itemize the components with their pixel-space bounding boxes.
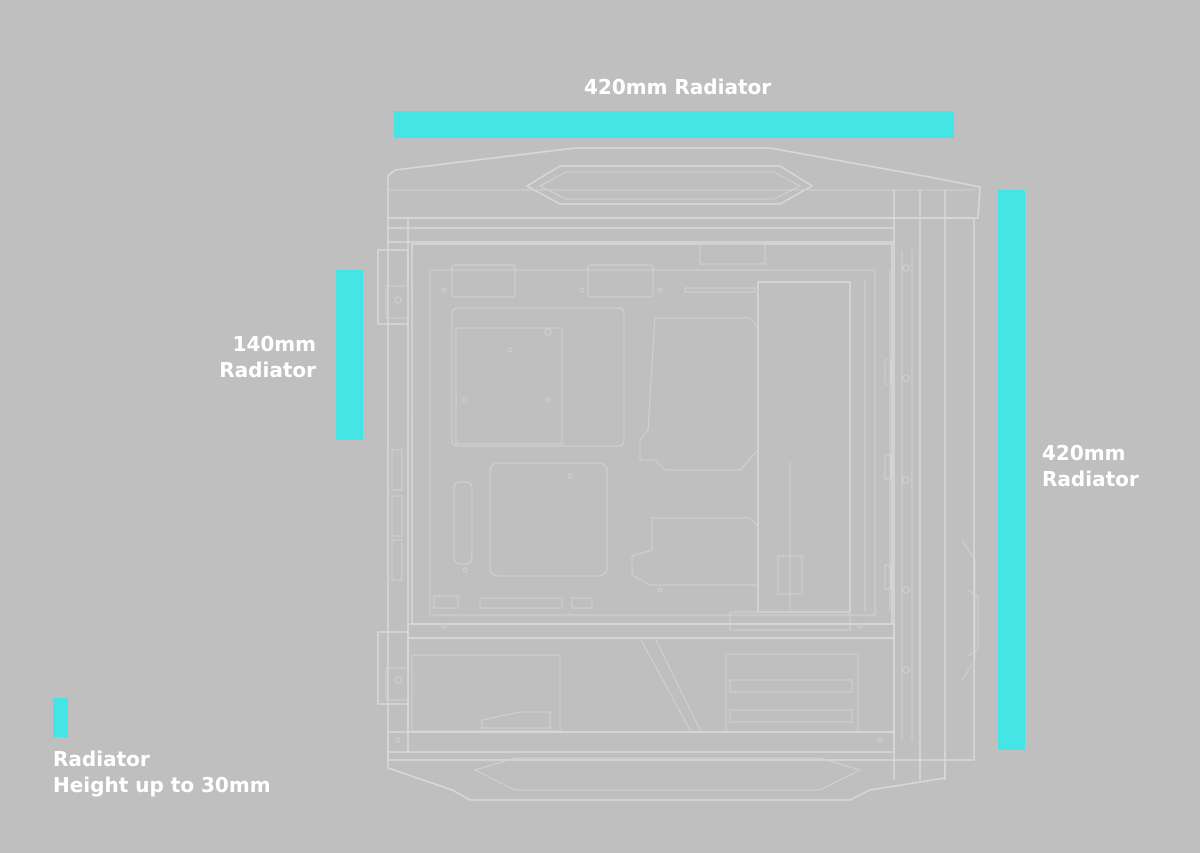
hinge-top [377,249,409,325]
cpu-cutout [451,307,625,447]
case-bottom [387,731,895,753]
rear-cutout [639,317,759,471]
case-top-handle [525,165,814,205]
front-radiator-bar [998,190,1025,750]
legend-line-2: Height up to 30mm [53,773,271,797]
cutout-top-mid [587,264,654,298]
lower-cutout-right [631,517,759,586]
screw-holes [394,264,910,743]
side-radiator-word-label: Radiator [219,358,316,382]
top-radiator-label: 420mm Radiator [584,75,772,99]
front-radiator-size-label: 420mm [1042,441,1126,465]
side-radiator-size-label: 140mm [232,332,316,356]
case-feet [387,752,946,801]
psu-cover [411,654,561,732]
top-radiator-bar [394,111,954,138]
legend-swatch [53,698,68,737]
cutout-top-left [451,264,516,298]
case-main-body [387,217,975,761]
psu-shroud [407,623,895,639]
drive-bay [725,653,859,733]
side-radiator-bar [336,270,363,440]
lower-cutout-left [489,462,608,577]
case-top-cover [387,147,981,219]
front-radiator-word-label: Radiator [1042,467,1139,491]
motherboard-tray [411,243,893,625]
drive-cage [757,281,851,613]
legend-line-1: Radiator [53,747,150,771]
